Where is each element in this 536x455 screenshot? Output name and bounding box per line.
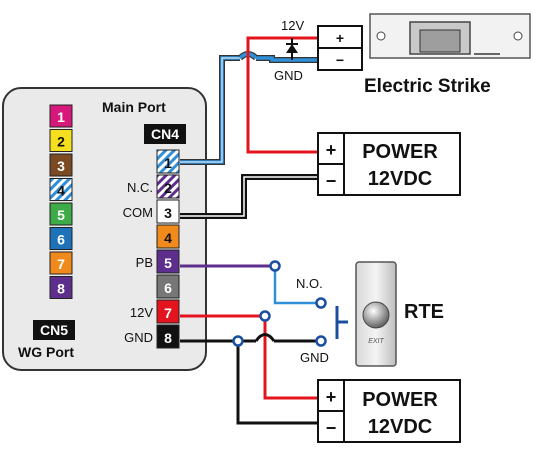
wg-pin-number: 3 (57, 158, 65, 174)
main-pin-label: COM (123, 205, 153, 220)
main-port-pins: 1 2 N.C. 3 COM 4 5 PB 6 7 12V 8 GND (123, 149, 180, 349)
gnd-wire-black (180, 333, 321, 425)
main-pin-label: N.C. (127, 180, 153, 195)
no-wire-blue (273, 266, 321, 305)
svg-text:EXIT: EXIT (368, 338, 384, 345)
power-top-minus: − (326, 171, 337, 191)
main-pin-number: 4 (164, 230, 172, 246)
main-pin-6 (156, 274, 180, 299)
rte-gnd-label: GND (300, 350, 329, 365)
main-pin-number: 7 (164, 305, 172, 321)
wg-pin-number: 1 (57, 109, 65, 125)
diode-icon (286, 38, 298, 60)
main-pin-3 (156, 199, 180, 224)
strike-gnd-label: GND (274, 68, 303, 83)
strike-12v-label: 12V (281, 18, 304, 33)
main-pin-number: 2 (164, 180, 172, 196)
wg-pin-number: 2 (57, 134, 65, 150)
cn4-badge (144, 124, 186, 144)
strike-wire-red (246, 36, 318, 154)
main-pin-label: 12V (130, 305, 153, 320)
electric-strike-icon (369, 13, 531, 59)
power-top-line2: 12VDC (368, 168, 432, 190)
wg-pin-4 (49, 178, 73, 201)
rte-gnd-terminal (315, 335, 327, 347)
v12-node (259, 310, 271, 322)
power-bottom-line2: 12VDC (368, 416, 432, 438)
wg-pin-3 (49, 153, 73, 177)
main-pin-5 (156, 249, 180, 274)
wg-pin-number: 4 (57, 183, 65, 199)
wg-pin-6 (49, 227, 73, 250)
wg-pin-number: 8 (57, 281, 65, 297)
wg-pin-number: 5 (57, 207, 65, 223)
power-bottom-plus: + (326, 387, 337, 407)
main-pin-label: PB (136, 255, 153, 270)
cn5-label: CN5 (40, 322, 68, 338)
strike-plus-label: + (336, 30, 344, 46)
electric-strike-title: Electric Strike (364, 76, 491, 97)
main-pin-number: 3 (164, 205, 172, 221)
main-pin-number: 1 (164, 155, 172, 171)
wg-pin-5 (49, 202, 73, 226)
rte-button-icon: EXIT (355, 261, 397, 367)
main-pin-7 (156, 299, 180, 324)
strike-wire-blue (180, 51, 318, 165)
wg-port-pins: 1 2 3 4 5 6 7 8 (49, 104, 73, 299)
main-port-label: Main Port (102, 99, 166, 115)
main-pin-4 (156, 224, 180, 249)
wg-pin-7 (49, 251, 73, 275)
main-pin-label: GND (124, 330, 153, 345)
com-wire-black (180, 174, 318, 219)
wg-pin-1 (49, 104, 73, 128)
power-bottom-line1: POWER (362, 389, 438, 411)
wg-port-label: WG Port (18, 344, 74, 360)
power-top-line1: POWER (362, 141, 438, 163)
wg-pin-2 (49, 129, 73, 152)
power-top-plus: + (326, 140, 337, 160)
rte-no-terminal (315, 297, 327, 309)
wg-pin-number: 7 (57, 256, 65, 272)
pb-node (269, 260, 281, 272)
main-pin-number: 5 (164, 255, 172, 271)
main-pin-number: 8 (164, 330, 172, 346)
rte-title: RTE (404, 301, 444, 323)
strike-minus-label: − (336, 52, 344, 68)
wg-pin-8 (49, 276, 73, 299)
cn4-label: CN4 (151, 126, 179, 142)
main-pin-8 (156, 324, 180, 349)
wg-pin-number: 6 (57, 232, 65, 248)
main-pin-number: 6 (164, 280, 172, 296)
power-bottom-minus: − (326, 418, 337, 438)
rte-no-label: N.O. (296, 276, 323, 291)
gnd-node (232, 335, 244, 347)
cn5-badge (33, 320, 75, 340)
main-pin-1 (156, 149, 180, 174)
main-pin-2 (156, 174, 180, 199)
